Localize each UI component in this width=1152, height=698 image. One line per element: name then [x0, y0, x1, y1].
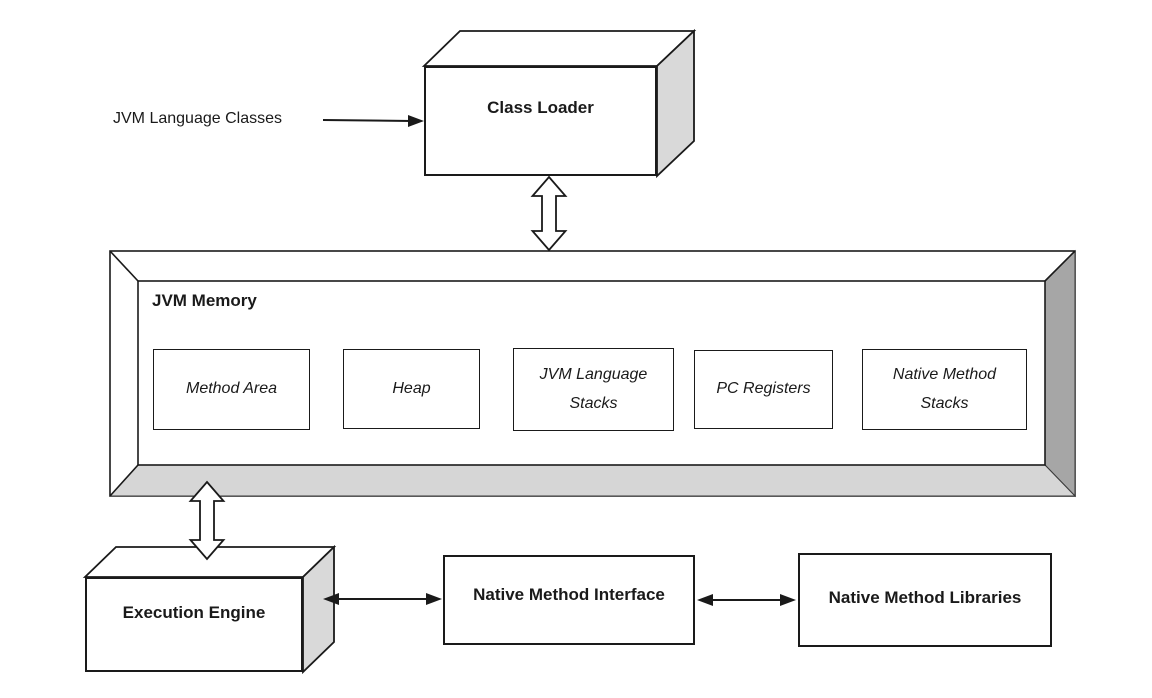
class-loader-label: Class Loader — [487, 98, 594, 117]
class-loader-box: Class Loader — [424, 66, 657, 176]
double-arrow-interface-libraries — [697, 594, 796, 606]
jvm-memory-bottomleft-bevel — [109, 464, 139, 497]
method-area-label: Method Area — [185, 380, 277, 398]
class-loader-3d-faces — [421, 28, 697, 179]
double-arrow-engine-interface — [323, 593, 442, 605]
pc-registers-label: PC Registers — [716, 380, 811, 398]
jvm-memory-topright-bevel — [1044, 250, 1076, 282]
jvm-memory-topleft-bevel — [109, 250, 139, 282]
execution-engine-3d-faces — [82, 544, 337, 675]
native-method-libraries-label: Native Method Libraries — [828, 588, 1022, 607]
jvm-memory-frame — [108, 249, 1077, 498]
native-method-interface-label: Native Method Interface — [473, 585, 665, 604]
execution-engine-label: Execution Engine — [122, 603, 266, 622]
jvm-language-classes-label: JVM Language Classes — [113, 110, 282, 127]
execution-engine-box: Execution Engine — [85, 577, 303, 672]
memory-box-jvm-language-stacks: JVM Language Stacks — [513, 348, 674, 431]
double-arrow-memory-engine — [188, 480, 226, 561]
class-loader-right-face — [656, 28, 695, 179]
heap-label: Heap — [392, 379, 431, 397]
memory-box-method-area: Method Area — [153, 349, 310, 430]
jvm-memory-label: JVM Memory — [152, 291, 257, 310]
native-method-libraries-box: Native Method Libraries — [798, 553, 1052, 647]
memory-box-pc-registers: PC Registers — [694, 350, 833, 429]
jvm-language-stacks-label: JVM Language Stacks — [539, 365, 648, 412]
native-method-stacks-label: Native Method Stacks — [892, 365, 997, 412]
memory-box-heap: Heap — [343, 349, 480, 429]
class-loader-top-face — [421, 30, 697, 67]
jvm-memory-bottom-face — [108, 464, 1077, 497]
native-method-interface-box: Native Method Interface — [443, 555, 695, 645]
arrow-classes-to-classloader — [322, 115, 424, 127]
jvm-memory-right-face — [1044, 249, 1076, 498]
execution-engine-right-face — [302, 544, 335, 675]
memory-box-native-method-stacks: Native Method Stacks — [862, 349, 1027, 430]
double-arrow-classloader-memory — [530, 175, 568, 252]
